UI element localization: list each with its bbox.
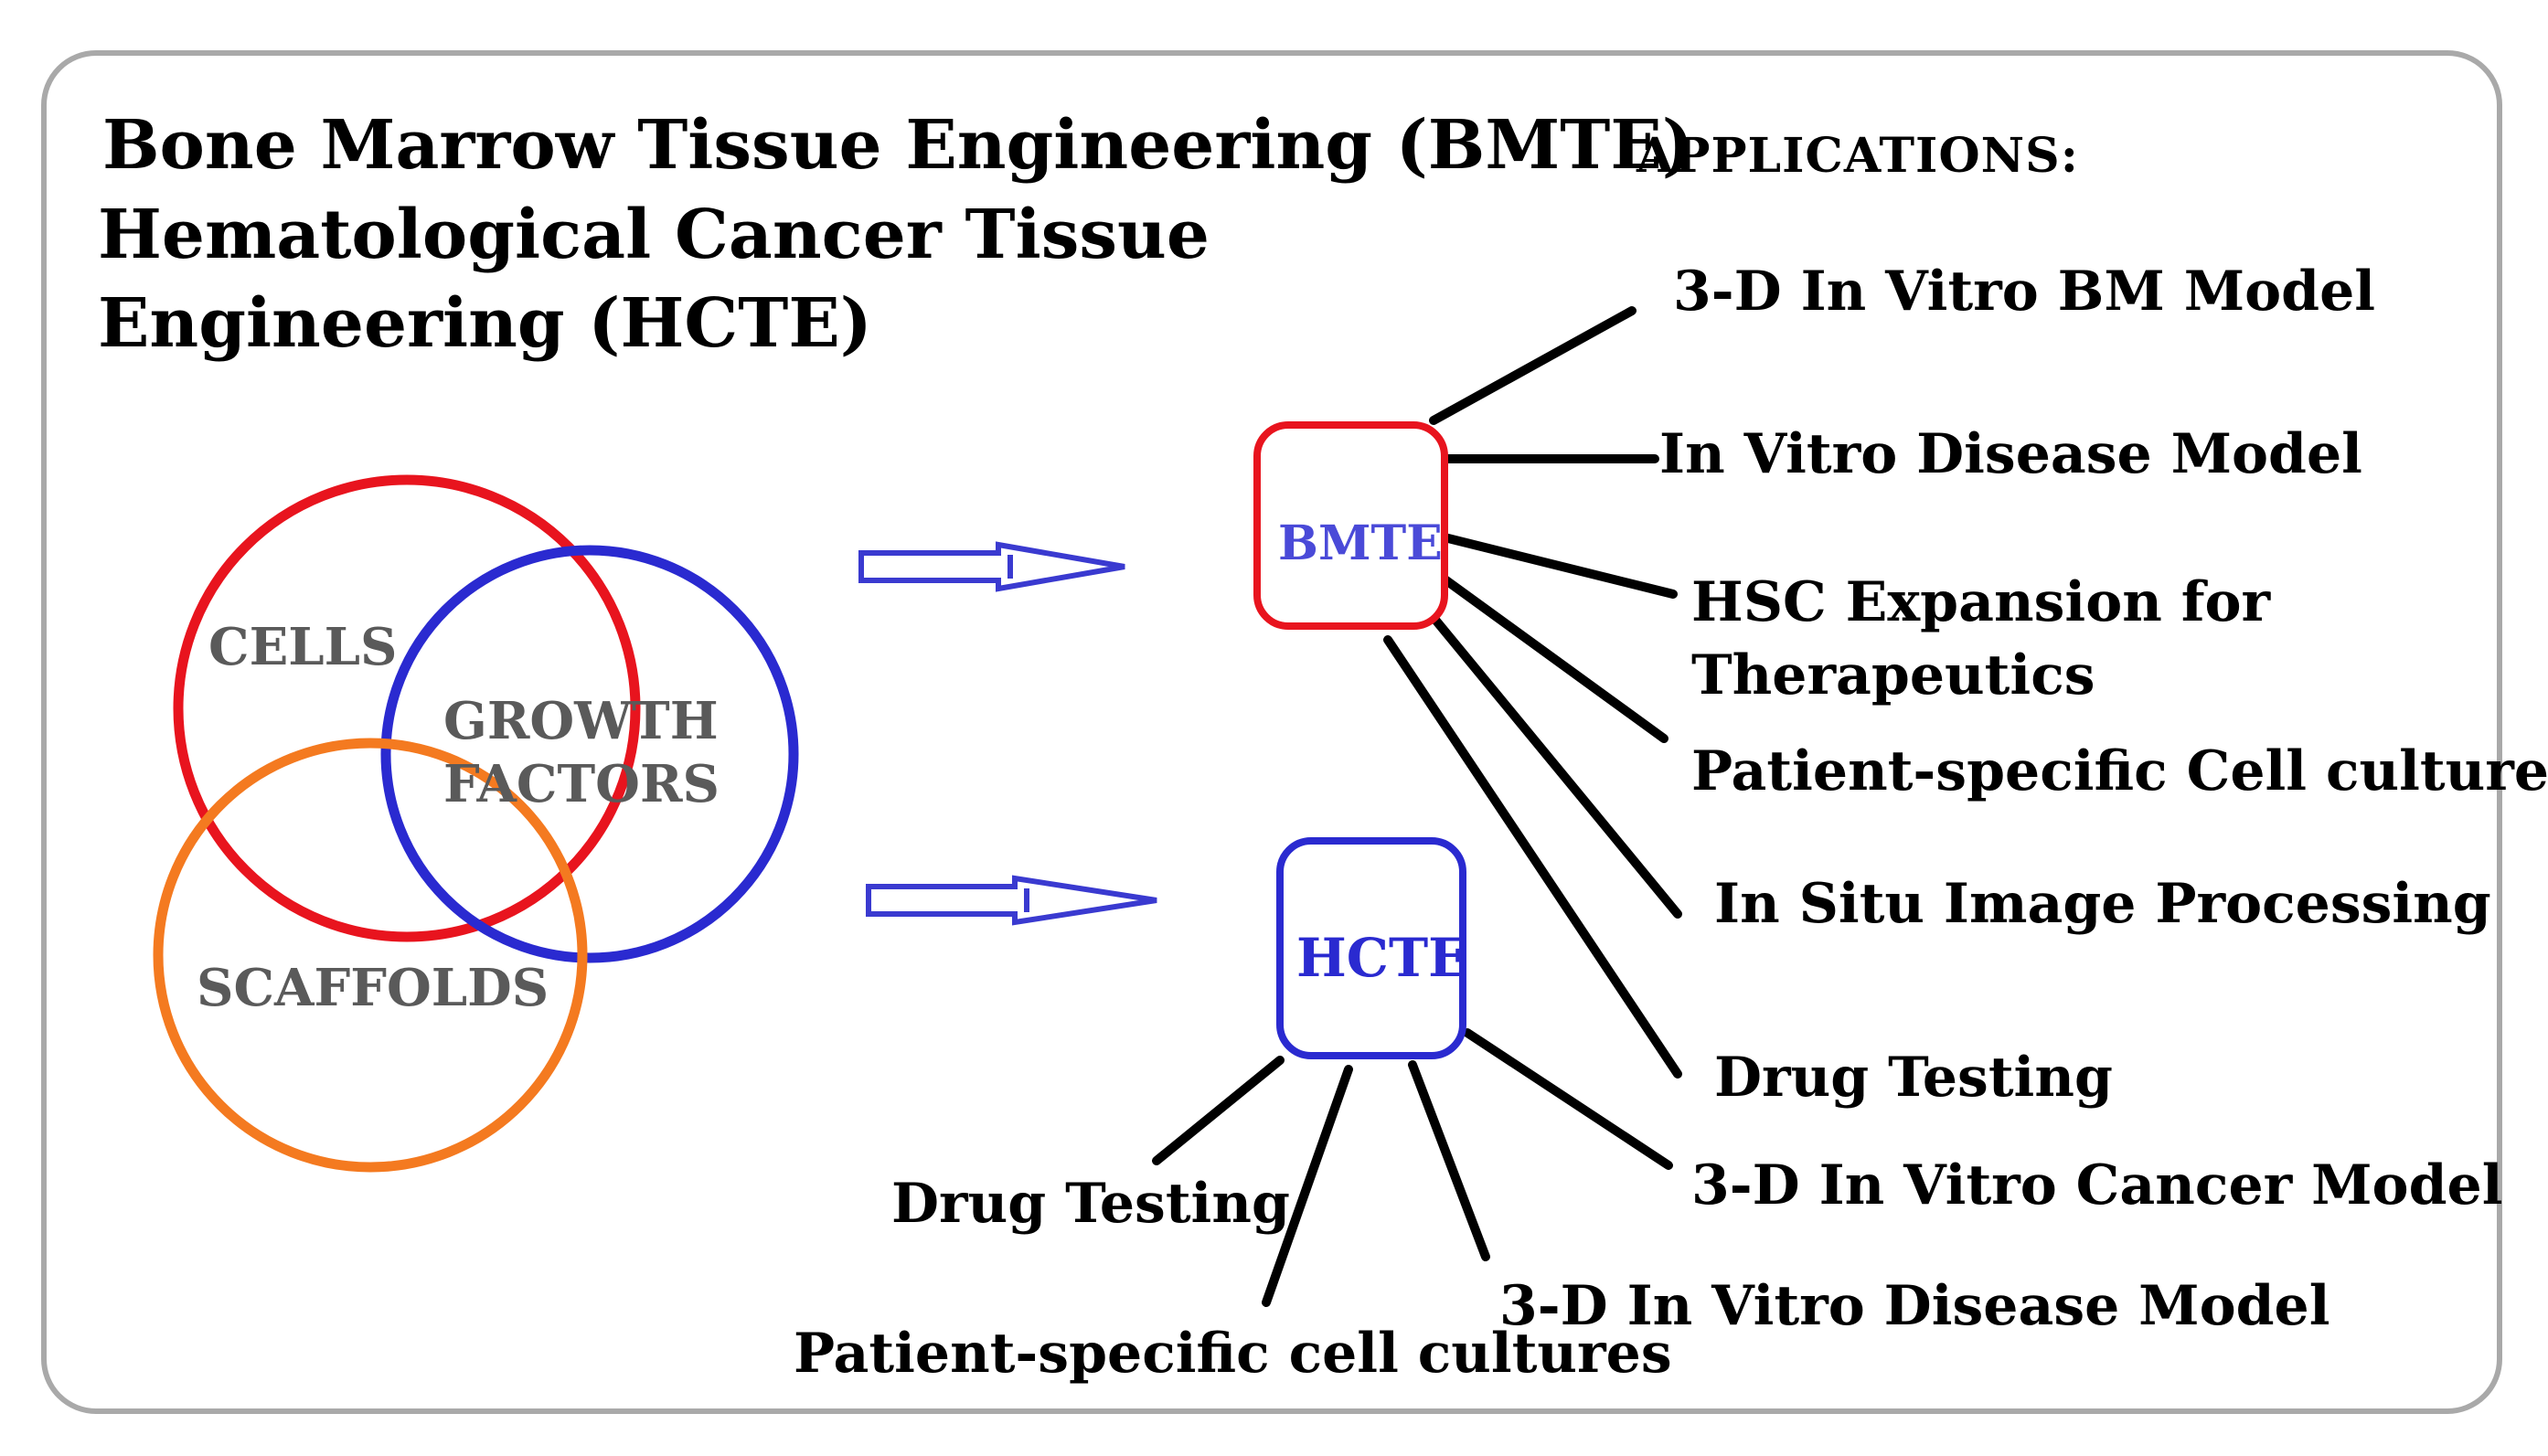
bmte-connector-6 (1383, 635, 1682, 1079)
hcte-box-label: HCTE (1296, 927, 1468, 989)
diagram-frame (41, 50, 2502, 1414)
bmte-app-therapeutics: Therapeutics (1691, 643, 2095, 707)
bmte-app-disease-model: In Vitro Disease Model (1659, 422, 2362, 486)
bmte-box-label: BMTE (1278, 515, 1443, 571)
hcte-connector-3 (1262, 1065, 1353, 1307)
scaffolds-circle (153, 738, 588, 1173)
cells-circle (173, 474, 641, 942)
bmte-box (1253, 421, 1448, 630)
bmte-app-3d-bm-model: 3-D In Vitro BM Model (1673, 260, 2376, 324)
hcte-app-disease-model: 3-D In Vitro Disease Model (1499, 1274, 2330, 1338)
venn-label-scaffolds: SCAFFOLDS (197, 958, 549, 1018)
growth-factors-circle (380, 545, 799, 963)
title-line-1: Bone Marrow Tissue Engineering (BMTE) (102, 106, 1694, 185)
venn-label-factors: FACTORS (443, 754, 720, 814)
hcte-app-cancer-model: 3-D In Vitro Cancer Model (1691, 1153, 2503, 1217)
bmte-app-image-processing: In Situ Image Processing (1714, 872, 2491, 936)
venn-label-growth: GROWTH (443, 691, 719, 751)
title-line-2: Hematological Cancer Tissue (98, 196, 1210, 274)
hcte-connector-2 (1408, 1060, 1490, 1261)
bmte-app-cell-culture: Patient-specific Cell culture (1691, 739, 2548, 803)
title-line-3: Engineering (HCTE) (98, 284, 872, 363)
bmte-app-drug-testing: Drug Testing (1714, 1046, 2113, 1110)
bmte-connector-1 (1429, 306, 1636, 425)
hcte-connector-4 (1152, 1056, 1285, 1165)
arrow-to-hcte (866, 875, 1157, 926)
hcte-connector-1 (1463, 1028, 1673, 1170)
arrow-to-bmte (858, 541, 1125, 592)
bmte-app-hsc-expansion: HSC Expansion for (1691, 570, 2271, 634)
hcte-connectors (1152, 1028, 1673, 1307)
bmte-connector-3 (1440, 533, 1678, 599)
hcte-app-cell-cultures: Patient-specific cell cultures (794, 1322, 1672, 1386)
venn-label-cells: CELLS (208, 617, 397, 677)
hcte-box (1276, 837, 1466, 1059)
bmte-connector-4 (1435, 571, 1668, 743)
hcte-app-drug-testing: Drug Testing (891, 1172, 1290, 1236)
bmte-connector-5 (1426, 610, 1682, 919)
applications-heading: APPLICATIONS: (1636, 128, 2079, 184)
bmte-connectors (1383, 306, 1682, 1079)
